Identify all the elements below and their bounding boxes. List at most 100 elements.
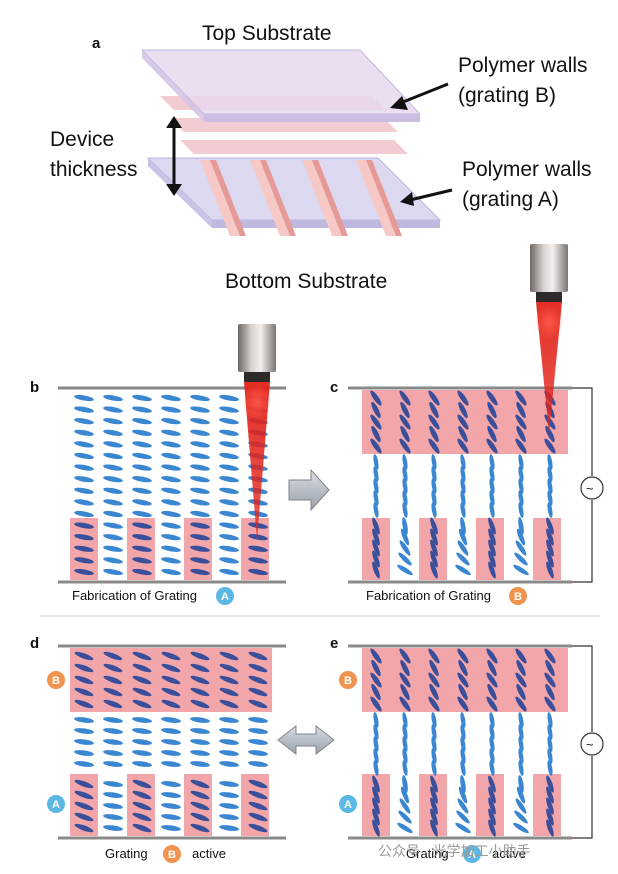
lc-molecule — [430, 528, 438, 546]
lc-molecule — [103, 750, 123, 756]
lc-molecule — [547, 466, 553, 482]
circuit-wire — [572, 756, 593, 839]
lc-molecule — [399, 540, 411, 556]
lc-molecule — [219, 557, 239, 564]
lc-molecule — [103, 441, 123, 448]
lc-molecule — [487, 401, 497, 419]
lc-molecule — [428, 390, 440, 406]
lc-molecule — [488, 517, 496, 535]
lc-molecule — [161, 545, 181, 552]
lc-molecule — [190, 750, 210, 756]
lc-molecule — [219, 464, 239, 471]
panel-d-caption-post: active — [192, 846, 226, 861]
badge-a — [463, 845, 481, 863]
lc-molecule — [370, 696, 382, 712]
lc-molecule — [132, 441, 152, 448]
lc-molecule — [402, 478, 408, 494]
lc-molecule — [161, 522, 181, 529]
lc-molecule — [132, 728, 152, 734]
lc-molecule — [489, 712, 495, 728]
lc-molecule — [373, 724, 379, 740]
lc-molecule — [161, 651, 181, 661]
lc-molecule — [546, 561, 554, 579]
lc-molecule — [219, 406, 239, 413]
lc-molecule — [132, 699, 152, 709]
lc-molecule — [190, 534, 210, 541]
lc-molecule — [219, 699, 239, 709]
lc-molecule — [248, 675, 268, 685]
lc-molecule — [103, 699, 123, 709]
lc-molecule — [103, 663, 123, 673]
lc-molecule — [489, 502, 495, 518]
lc-molecule — [248, 568, 268, 576]
lc-molecule — [132, 522, 152, 529]
polymer-walls-a-label-1: Polymer walls — [462, 158, 592, 181]
lc-molecule — [488, 808, 496, 826]
lc-molecule — [431, 736, 437, 752]
lc-molecule — [103, 464, 123, 471]
lc-molecule — [219, 761, 239, 767]
lc-molecule — [431, 724, 437, 740]
lc-molecule — [190, 790, 210, 800]
lc-molecule — [74, 476, 94, 483]
lc-molecule — [248, 545, 268, 552]
lc-molecule — [219, 792, 239, 798]
lc-molecule — [219, 545, 239, 552]
lc-molecule — [161, 814, 181, 820]
lc-molecule — [219, 803, 239, 809]
lc-molecule — [74, 675, 94, 685]
lc-molecule — [514, 552, 528, 566]
lc-molecule — [74, 394, 94, 402]
lc-molecule — [103, 394, 123, 402]
lc-molecule — [219, 663, 239, 673]
lc-molecule — [103, 728, 123, 734]
lc-molecule — [547, 712, 553, 728]
lc-molecule — [248, 663, 268, 673]
badge-a — [216, 587, 234, 605]
device-thickness-label-2: thickness — [50, 158, 138, 181]
lc-molecule — [460, 490, 466, 506]
badge-b-text: B — [168, 849, 176, 861]
badge-b — [339, 671, 357, 689]
bottom-substrate-label: Bottom Substrate — [225, 270, 387, 293]
lc-molecule — [161, 803, 181, 809]
lc-molecule — [161, 663, 181, 673]
lc-molecule — [488, 539, 496, 557]
lc-molecule — [248, 790, 268, 800]
lc-molecule — [103, 406, 123, 413]
lc-molecule — [545, 683, 555, 701]
lc-molecule — [74, 728, 94, 734]
lc-molecule — [460, 478, 466, 494]
lc-molecule — [132, 651, 152, 661]
lc-molecule — [488, 797, 496, 815]
ac-source-symbol: ~ — [586, 481, 594, 496]
lc-molecule — [74, 812, 94, 822]
lc-molecule — [518, 502, 524, 518]
lc-molecule — [486, 672, 498, 688]
lc-molecule — [219, 499, 239, 506]
lc-molecule — [487, 659, 497, 677]
lc-molecule — [460, 760, 466, 776]
lc-molecule — [190, 717, 210, 723]
lc-molecule — [514, 810, 528, 824]
lc-molecule — [428, 648, 440, 664]
panel-d: d B A Grating B active — [30, 635, 286, 863]
lc-molecule — [457, 648, 469, 664]
lc-molecule — [219, 675, 239, 685]
lc-molecule — [190, 545, 210, 552]
lc-molecule — [103, 687, 123, 697]
lc-molecule — [402, 712, 408, 728]
lc-molecule — [428, 438, 440, 454]
lc-molecule — [373, 478, 379, 494]
lc-molecule — [372, 517, 380, 535]
lc-molecule — [400, 683, 410, 701]
lc-molecule — [402, 454, 408, 470]
lc-molecule — [489, 478, 495, 494]
lc-molecule — [372, 797, 380, 815]
badge-b-text: B — [344, 675, 352, 687]
grating-a-wall — [533, 774, 561, 836]
lc-molecule — [219, 418, 239, 425]
lc-molecule — [489, 724, 495, 740]
lc-molecule — [219, 739, 239, 745]
lc-molecule — [486, 414, 498, 430]
